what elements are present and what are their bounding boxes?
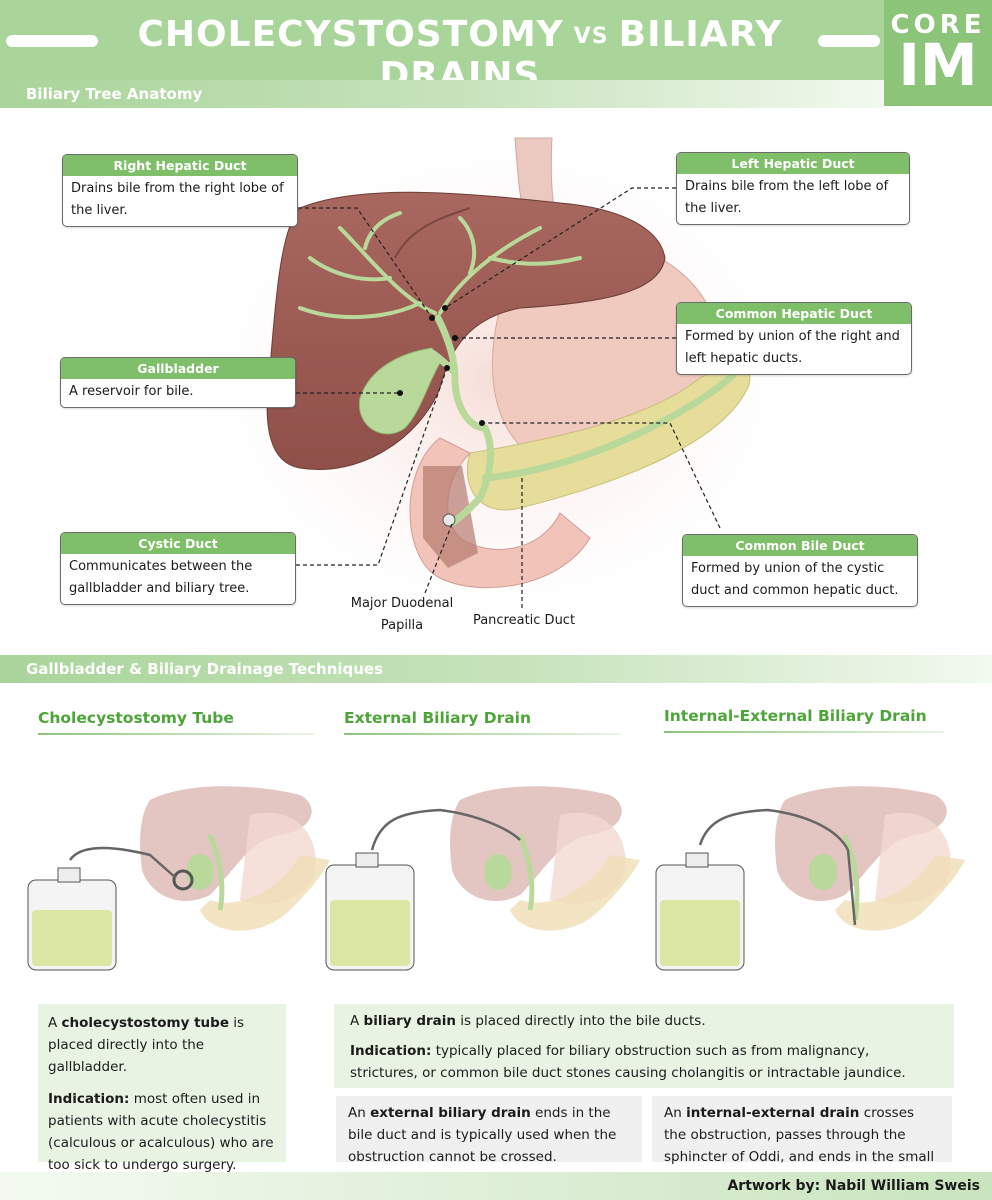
logo-im-text: IM: [898, 31, 978, 99]
heading-external-drain: External Biliary Drain: [344, 709, 620, 735]
callout-title: Left Hepatic Duct: [677, 153, 909, 174]
intrahepatic-ducts: [298, 211, 582, 320]
callout-text: Formed by union of the cystic duct and c…: [691, 561, 899, 598]
callout-text: A reservoir for bile.: [69, 384, 194, 399]
heading-underline: [344, 733, 620, 735]
callout-left-hepatic-duct: Left Hepatic Duct Drains bile from the l…: [676, 152, 910, 225]
biliary-drain-description: A biliary drain is placed directly into …: [334, 1004, 954, 1088]
text-segment: typically placed for biliary obstruction…: [350, 1043, 906, 1081]
callout-right-hepatic-duct: Right Hepatic Duct Drains bile from the …: [62, 154, 298, 227]
label-papilla-line1: Major Duodenal: [350, 596, 454, 611]
external-drain-description: An external biliary drain ends in the bi…: [336, 1096, 642, 1165]
title-left: CHOLECYSTOSTOMY: [137, 14, 564, 55]
text-bold: Indication:: [48, 1091, 130, 1107]
cholecystostomy-description: A cholecystostomy tube is placed directl…: [38, 1004, 286, 1173]
pancreas: [466, 366, 751, 511]
heading-underline: [38, 733, 314, 735]
callout-text: Formed by union of the right and left he…: [685, 329, 900, 366]
section-techniques-title: Gallbladder & Biliary Drainage Technique…: [26, 660, 384, 678]
chole-definition: A cholecystostomy tube is placed directl…: [48, 1012, 276, 1078]
leader-dots: [397, 305, 485, 426]
callout-gallbladder: Gallbladder A reservoir for bile.: [60, 357, 296, 408]
callout-cystic-duct: Cystic Duct Communicates between the gal…: [60, 532, 296, 605]
title-vs: VS: [573, 23, 609, 49]
callout-common-hepatic-duct: Common Hepatic Duct Formed by union of t…: [676, 302, 912, 375]
biliary-definition: A biliary drain is placed directly into …: [350, 1010, 938, 1032]
heading-external-drain-text: External Biliary Drain: [344, 709, 532, 727]
header-bar-left: [6, 35, 98, 47]
text-segment: most often used in patients with acute c…: [48, 1091, 274, 1173]
callout-title: Common Bile Duct: [683, 535, 917, 556]
section-anatomy: Biliary Tree Anatomy: [0, 80, 884, 108]
callout-title: Right Hepatic Duct: [63, 155, 297, 176]
logo-core-text: CORE: [890, 10, 986, 40]
text-bold: biliary drain: [363, 1013, 457, 1029]
text-segment: A: [48, 1015, 62, 1031]
text-segment: An: [664, 1105, 687, 1121]
text-bold: internal-external drain: [686, 1105, 860, 1121]
core-im-logo: [884, 0, 992, 106]
label-papilla-line2: Papilla: [380, 618, 424, 633]
artwork-credit: Artwork by: Nabil William Sweis: [727, 1178, 980, 1194]
text-segment: A: [350, 1013, 364, 1029]
internal-external-drain-illustration: [655, 786, 965, 971]
text-bold: external biliary drain: [370, 1105, 531, 1121]
callout-title: Gallbladder: [61, 358, 295, 379]
chole-indication: Indication: most often used in patients …: [48, 1088, 276, 1176]
drainage-illustrations: [27, 786, 965, 971]
section-techniques: Gallbladder & Biliary Drainage Technique…: [0, 655, 992, 683]
callout-title: Cystic Duct: [61, 533, 295, 554]
text-segment: ends in the bile duct and is typically u…: [348, 1105, 617, 1165]
text-bold: Indication:: [350, 1043, 432, 1059]
section-anatomy-title: Biliary Tree Anatomy: [26, 85, 203, 103]
label-pancreatic-duct: Pancreatic Duct: [472, 613, 576, 628]
duodenal-papilla: [442, 513, 456, 527]
heading-internal-external-drain-text: Internal-External Biliary Drain: [664, 707, 927, 725]
heading-cholecystostomy: Cholecystostomy Tube: [38, 709, 314, 735]
falciform-ligament: [394, 207, 471, 259]
text-bold: cholecystostomy tube: [61, 1015, 229, 1031]
callout-common-bile-duct: Common Bile Duct Formed by union of the …: [682, 534, 918, 607]
label-major-duodenal-papilla: Major Duodenal Papilla: [340, 593, 464, 637]
header-bar-right: [818, 35, 880, 47]
leader-lines: [296, 187, 721, 608]
callout-title: Common Hepatic Duct: [677, 303, 911, 324]
heading-internal-external-drain: Internal-External Biliary Drain: [664, 707, 944, 733]
text-segment: is placed directly into the bile ducts.: [456, 1013, 706, 1029]
text-segment: An: [348, 1105, 371, 1121]
biliary-indication: Indication: typically placed for biliary…: [350, 1040, 938, 1084]
heading-cholecystostomy-text: Cholecystostomy Tube: [38, 709, 234, 727]
cholecystostomy-illustration: [27, 786, 330, 971]
callout-text: Communicates between the gallbladder and…: [69, 559, 253, 596]
internal-external-drain-description: An internal-external drain crosses the o…: [652, 1096, 952, 1187]
heading-underline: [664, 731, 944, 733]
footer-bar: [0, 1172, 992, 1200]
text-segment: is placed directly into the gallbladder.: [48, 1015, 245, 1075]
extrahepatic-ducts: [428, 314, 739, 527]
external-drain-illustration: [325, 786, 640, 971]
callout-text: Drains bile from the right lobe of the l…: [71, 181, 284, 218]
biliary-anatomy-illustration: [170, 108, 830, 648]
callout-text: Drains bile from the left lobe of the li…: [685, 179, 889, 216]
